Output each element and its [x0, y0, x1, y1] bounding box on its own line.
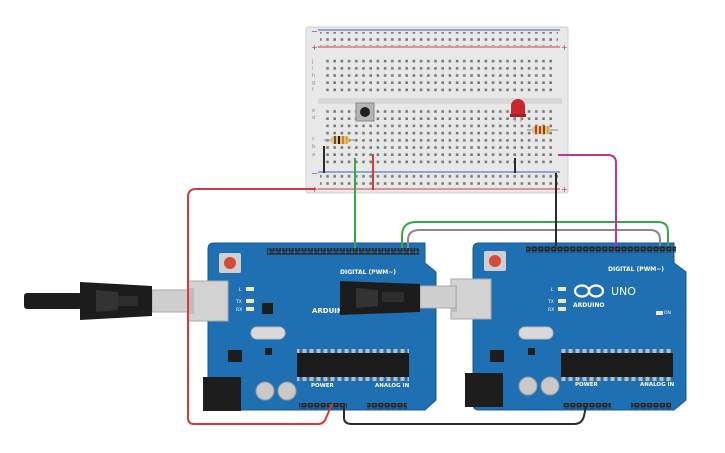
- row-letter: f: [312, 87, 314, 93]
- digital-header-left: [267, 248, 419, 255]
- arduino-logo-icon: [573, 284, 605, 298]
- rail-top-holes: [320, 32, 558, 46]
- power-header-right: [563, 403, 611, 409]
- resistor-right: [527, 126, 558, 134]
- brand-left: ARDUINO: [312, 307, 349, 315]
- terminal-holes-top: [322, 58, 554, 94]
- wire-magenta-led: [558, 154, 617, 246]
- center-channel: [318, 98, 562, 104]
- breadboard: + − + − + + j i h g f e d c b a: [305, 26, 569, 194]
- reset-button-right-cap[interactable]: [489, 255, 501, 267]
- row-letter: g: [312, 80, 315, 86]
- row-letter: b: [312, 144, 315, 150]
- rail-bottom-holes: [320, 174, 558, 188]
- analog-header-right: [631, 403, 671, 409]
- arduino-left: DIGITAL (PWM~) L TX RX ARDUINO POWER ANA…: [187, 242, 437, 411]
- brand-right: ARDUINO: [573, 302, 604, 309]
- row-letter: a: [312, 152, 315, 158]
- capacitor-right-2: [540, 376, 560, 396]
- capacitor-right-1: [518, 376, 538, 396]
- arduino-right: DIGITAL (PWM~) L TX RX ARDUINO UNO ON PO…: [450, 242, 687, 411]
- led-label-l-right: L: [551, 287, 554, 293]
- led-label-rx-left: RX: [236, 307, 242, 313]
- usb-cable-left: [24, 282, 189, 320]
- power-label-left: POWER: [311, 383, 335, 389]
- digital-header-right: [526, 246, 676, 253]
- row-letter: d: [312, 115, 315, 121]
- capacitor-left-2: [277, 381, 297, 401]
- model-right: UNO: [611, 285, 636, 298]
- wire-green-tx-rx: [401, 221, 669, 248]
- led-label-tx-right: TX: [547, 299, 554, 305]
- power-jack-left[interactable]: [203, 377, 241, 411]
- red-led: [510, 99, 526, 122]
- row-letter: j: [311, 59, 313, 65]
- usb-port-right[interactable]: [450, 278, 492, 320]
- digital-label-right: DIGITAL (PWM~): [608, 266, 664, 273]
- on-label-right: ON: [664, 310, 671, 316]
- analog-label-left: ANALOG IN: [375, 383, 410, 389]
- atmega-chip-right: [561, 353, 673, 377]
- digital-label-left: DIGITAL (PWM~): [340, 269, 396, 276]
- power-label-right: POWER: [575, 382, 599, 388]
- row-letters: j i h g f e d c b a: [311, 59, 315, 158]
- atmega-chip-left: [297, 353, 409, 377]
- wire-red-5v: [187, 188, 333, 425]
- power-header-left: [299, 403, 347, 409]
- rail-bottom-minus: −: [311, 169, 318, 178]
- rail-top-minus: −: [311, 27, 318, 36]
- reset-button-left-cap[interactable]: [224, 257, 236, 269]
- led-label-rx-right: RX: [548, 307, 554, 313]
- crystal-right: [518, 326, 554, 340]
- pushbutton[interactable]: [355, 102, 375, 122]
- analog-label-right: ANALOG IN: [640, 382, 675, 388]
- row-letter: h: [312, 73, 315, 79]
- wire-black-gnd-bottom: [343, 405, 587, 425]
- row-letter: c: [312, 136, 315, 142]
- analog-header-left: [367, 403, 407, 409]
- row-letter: i: [312, 66, 313, 72]
- rail-top-plus: +: [311, 43, 318, 52]
- led-label-l-left: L: [239, 287, 242, 293]
- crystal-left: [250, 326, 286, 340]
- wires: [187, 154, 669, 425]
- rail-top-plus-right: +: [561, 43, 568, 52]
- wire-gray-rx-tx: [407, 229, 661, 248]
- resistor-left: [324, 136, 356, 144]
- usb-cable-right: [340, 281, 457, 315]
- capacitor-left-1: [255, 381, 275, 401]
- usb-port-left[interactable]: [187, 280, 229, 322]
- pushbutton-cap[interactable]: [360, 107, 370, 117]
- row-letter: e: [312, 108, 315, 114]
- power-jack-right[interactable]: [465, 373, 503, 407]
- led-label-tx-left: TX: [235, 299, 242, 305]
- rail-bottom-plus-right: +: [561, 185, 568, 194]
